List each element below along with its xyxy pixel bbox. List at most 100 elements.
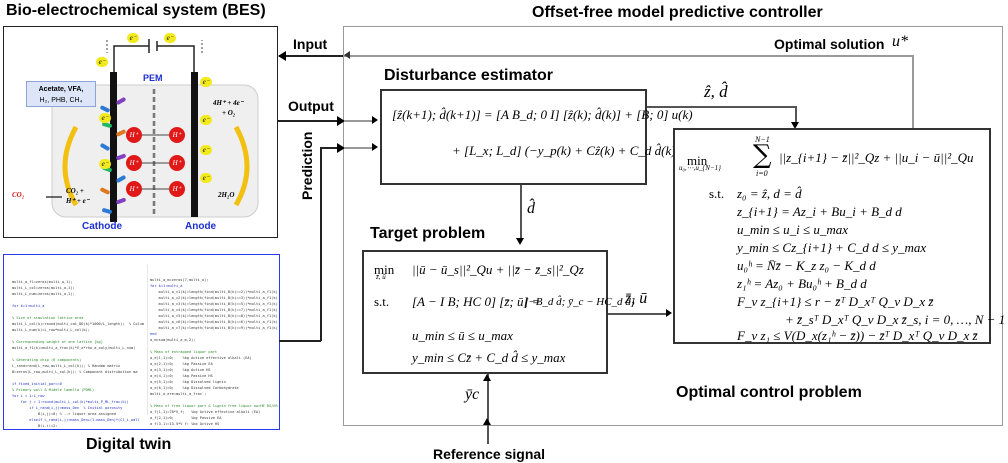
output-line	[278, 120, 341, 122]
target-constraint-eq-lhs: [A − I B; HC 0] [z̄; ū] =	[412, 294, 541, 309]
target-objective-sub: z̄, ū	[376, 273, 386, 281]
code-line: a_e(2,1)=0; %kg Passive EA	[150, 362, 213, 366]
ocp-objective: ||z_{i+1} − z̄||²_Qz + ||u_i − ū||²_Qu	[779, 150, 974, 165]
prediction-label: Prediction	[299, 131, 315, 200]
circuit-wire-right	[157, 45, 195, 72]
code-line: a_e(4,1)=0; %kg Passive HS	[150, 374, 213, 378]
code-lines-right: multi_a_m=zeros(7,multi_a);for k=1:multi…	[150, 277, 278, 425]
anode-curved-arrow	[233, 125, 250, 207]
code-line: a_e(3,1)=0; %kg Active HS	[150, 368, 211, 372]
input-line	[279, 55, 343, 57]
ocp-constraint: F_v z_{i+1} ≤ r − z̄ᵀ D_xᵀ Q_v D_x z̄	[737, 294, 934, 309]
code-line: if L_rand(i,j)<mass_Den % Initial porosi…	[12, 406, 123, 410]
products-line2: H₂, PHB, CH₄	[39, 97, 83, 104]
code-line: % Size of simulation lattice area	[12, 316, 84, 320]
electron-icon: e⁻	[200, 173, 212, 183]
code-line: a_f(2,1)=0; %kg Passive EA	[150, 416, 222, 420]
code-line: end	[150, 332, 157, 336]
mpc-title: Offset-free model predictive controller	[532, 4, 823, 21]
code-line: % Mass of free liquor part & lignin free…	[150, 404, 278, 408]
code-line: B=zeros(L_row,multi_L_col(k)); % Compone…	[12, 370, 138, 374]
code-line: for j = 1:round(multi_L_col(k)*multi_P_M…	[12, 400, 129, 404]
code-line: for k=1:multi_a	[150, 284, 183, 288]
disturbance-estimator-box: [ẑ(k+1); d̂(k+1)] = [A B_d; 0 I] [ẑ(k); …	[380, 89, 693, 185]
anode-reaction-2: + O₂	[222, 109, 236, 117]
dhat-line	[520, 185, 522, 241]
dhat-arrowhead	[516, 238, 524, 245]
code-line: L_rand=rand(L_row,multi_L_col(k)); % Ran…	[12, 364, 121, 368]
target-objective: ||ū − ū_s||²_Qu + ||z̄ − z̄_s||²_Qz	[412, 262, 584, 277]
code-line: B(i,j)=0; % --> liquor area assigned	[12, 412, 116, 416]
target-objective-op: min	[374, 262, 395, 277]
prediction-line-h2	[320, 147, 341, 149]
code-editor-right: multi_a_m=zeros(7,multi_a);for k=1:multi…	[150, 265, 278, 425]
target-constraint-eq-rhs: [−B_d d̂; ȳ_c − HC_d d̂]	[524, 296, 636, 308]
optimal-solution-label: Optimal solution	[774, 36, 885, 52]
electron-icon: e⁻	[99, 113, 111, 123]
zbar-ubar-line	[608, 313, 668, 315]
cathode-reaction-2: H⁺ + e⁻	[66, 197, 90, 205]
digital-twin-panel: multi_a_fl=zeros(multi_a,1); multi_L_col=…	[3, 254, 280, 430]
optimal-solution-vline	[912, 55, 914, 128]
input-label: Input	[293, 36, 328, 52]
code-line: a_m=sum(multi_a_m,2);	[150, 338, 196, 342]
ocp-constraint: u₀ʰ = N̄z̄ − K_z z₀ − K_d d	[737, 258, 876, 273]
co2-input-label: CO₂	[12, 191, 25, 199]
digital-twin-title: Digital twin	[86, 436, 172, 453]
code-line: % Generating chip (6 components)	[12, 358, 82, 362]
zbar-ubar-arrowhead	[666, 309, 672, 317]
code-line: multi_a_c1(k)=length(find(multi_B(k)==2)…	[150, 290, 278, 294]
code-line: multi_L_num(k)=L_row*multi_L_col(k);	[12, 328, 90, 332]
code-line: multi_a_ere=multi_a_frac';	[150, 392, 207, 396]
electron-icon: e⁻	[200, 77, 212, 87]
code-line: multi_L_col=zeros(multi_a,1);	[12, 286, 75, 290]
optimal-solution-arrowhead	[344, 51, 350, 59]
code-line: % Mass of entrapped liquor part	[150, 350, 218, 354]
code-lines-left: multi_a_fl=zeros(multi_a,1); multi_L_col=…	[12, 279, 144, 427]
code-line: % Primary wall & Middle lamella (PDML)	[12, 388, 95, 392]
code-line: a_e(5,1)=0; %kg Dissolved lignin	[150, 380, 226, 384]
anode-label: Anode	[185, 221, 217, 232]
proton-icon: H⁺	[126, 127, 142, 143]
electron-icon: e⁻	[99, 159, 111, 169]
output-arrowhead	[337, 116, 345, 126]
ocp-constraint: y_min ≤ Cz_{i+1} + C_d d ≤ y_max	[737, 240, 927, 255]
ocp-constraint: z₁ʰ = Az₀ + Bu₀ʰ + B_d d	[737, 276, 867, 291]
cathode-label: Cathode	[82, 221, 122, 232]
code-line: for k=1:multi_a	[12, 304, 45, 308]
prediction-line-h1	[279, 340, 321, 342]
ocp-sum-bottom: i=0	[756, 169, 768, 178]
anode-water-label: 2H₂O	[218, 191, 235, 199]
code-divider	[147, 265, 148, 415]
code-line: multi_L_col(k)=round(multi_cat_DD(k)*100…	[12, 322, 144, 326]
zhat-dhat-arrowhead	[791, 122, 799, 129]
ocp-sum-top: N−1	[755, 135, 770, 144]
prediction-arrowhead	[337, 143, 345, 153]
code-line: multi_a_c5(k)=length(find(multi_B(k)==8)…	[150, 314, 278, 318]
electron-icon: e⁻	[96, 57, 108, 67]
optimal-solution-symbol: u*	[892, 33, 908, 50]
electron-icon: e⁻	[200, 115, 212, 125]
output-inner-line	[344, 120, 374, 122]
anode-electrode	[191, 72, 198, 217]
ocp-objective-sub: u₀,⋯,u_{N−1}	[679, 164, 721, 172]
microbes	[100, 97, 126, 214]
code-line: multi_a_c7(k)=length(find(multi_B(k)==9)…	[150, 326, 278, 330]
proton-icon: H⁺	[126, 181, 142, 197]
products-box: Acetate, VFA, H₂, PHB, CH₄	[26, 81, 96, 107]
proton-icon: H⁺	[169, 155, 185, 171]
code-line: if fixed_initial_por==0	[12, 382, 62, 386]
ocp-constraint: z_{i+1} = Az_i + Bu_i + B_d d	[737, 204, 902, 219]
electron-icon: e⁻	[164, 33, 176, 43]
prediction-inner-line	[344, 147, 374, 149]
proton-icon: H⁺	[126, 155, 142, 171]
electron-icon: e⁻	[200, 145, 212, 155]
code-line: multi_a_m=zeros(7,multi_a);	[150, 278, 209, 282]
mpc-frame	[343, 26, 1003, 426]
zhat-dhat-line	[647, 106, 796, 108]
code-line: a_e(1,1)=0; %kg Active effective alkali …	[150, 356, 252, 360]
code-line: a_e(6,1)=0; %kg Dissolved Carbohydrate	[150, 386, 239, 390]
products-line1: Acetate, VFA,	[38, 86, 84, 93]
target-constraint-u: u_min ≤ ū ≤ u_max	[412, 328, 513, 343]
code-line: multi_a_fl=zeros(multi_a,1);	[12, 280, 73, 284]
